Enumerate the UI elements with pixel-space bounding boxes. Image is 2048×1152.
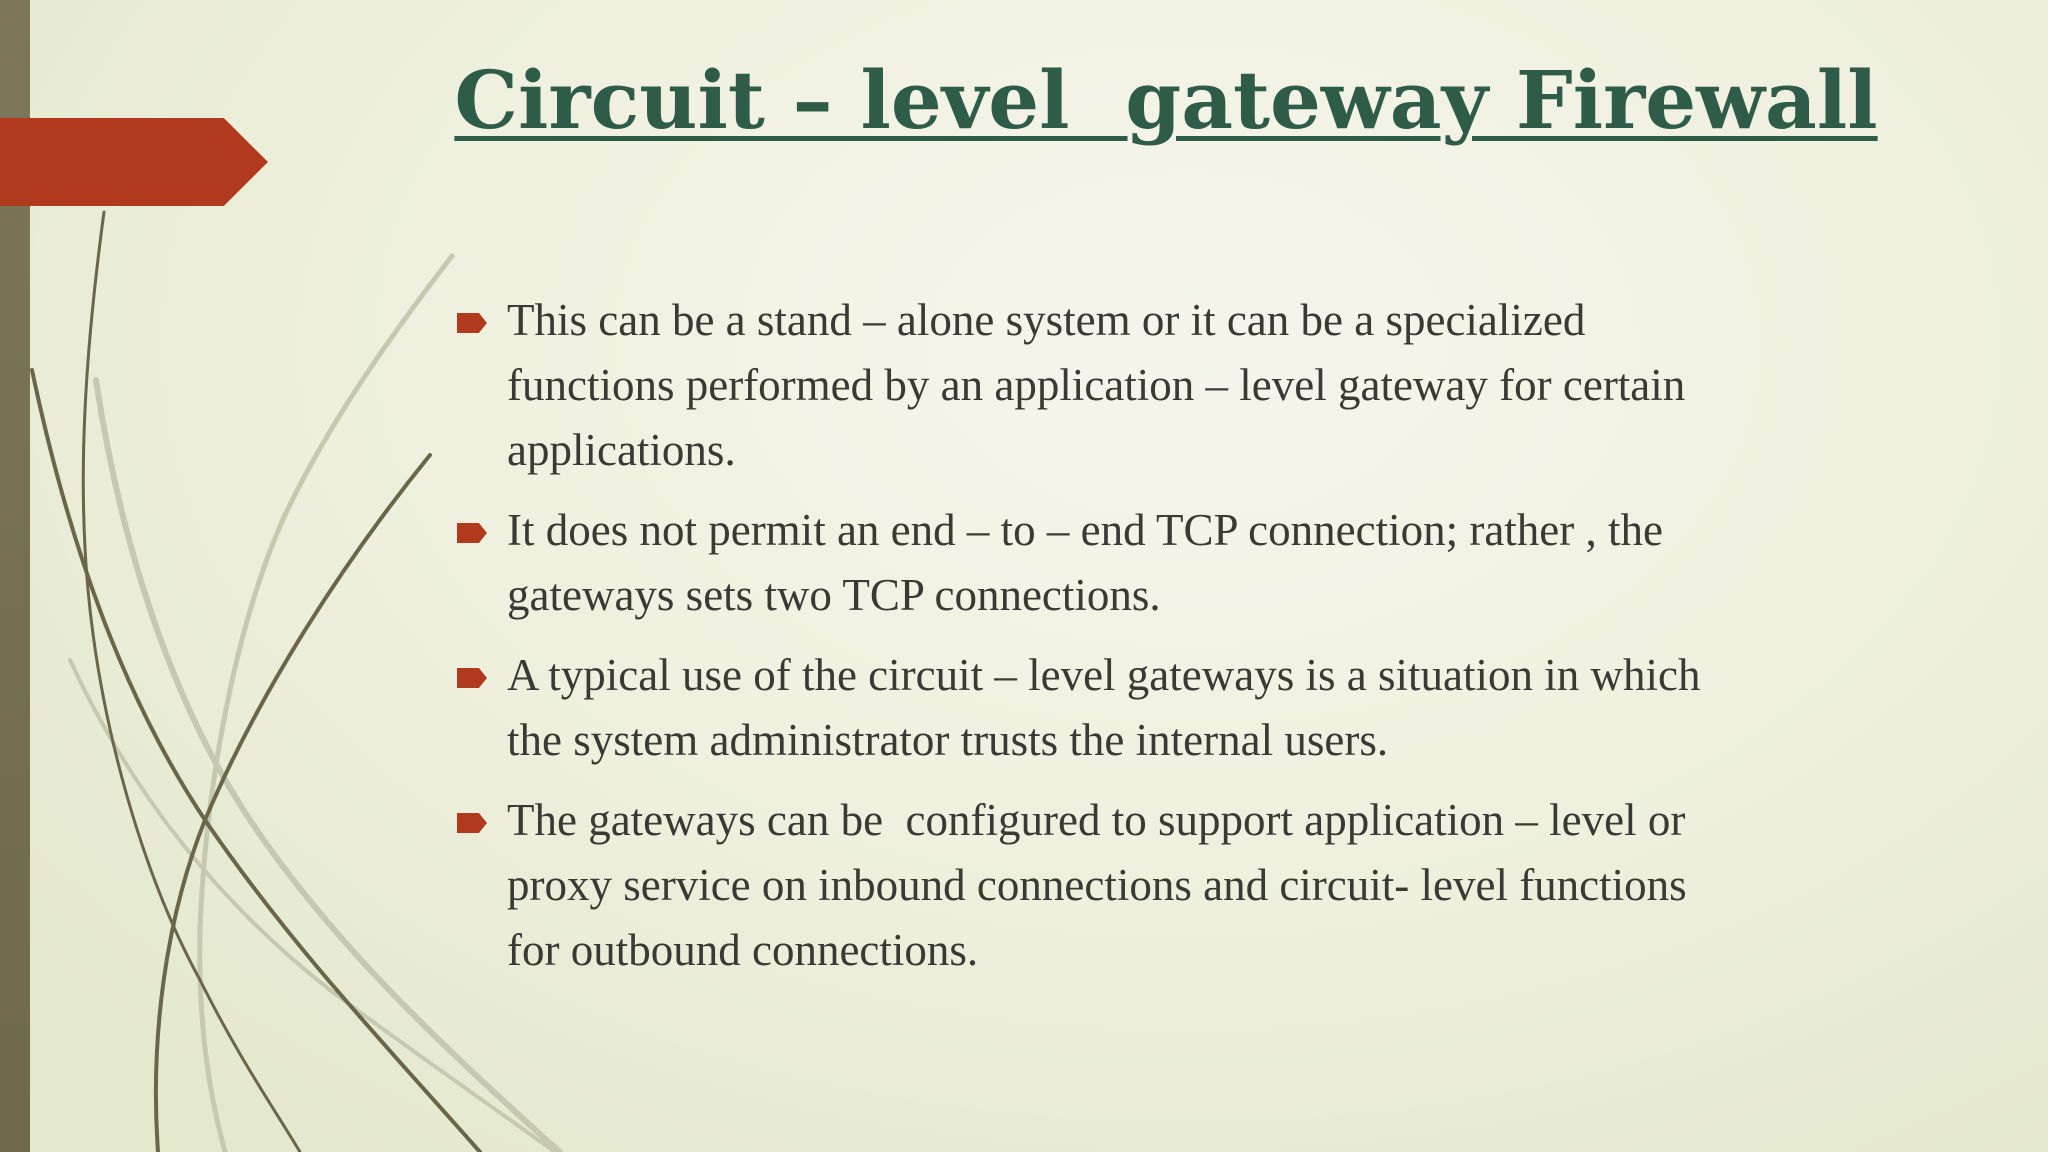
bullet-text: The gateways can be configured to suppor… <box>507 795 1687 975</box>
bullet-text: It does not permit an end – to – end TCP… <box>507 505 1663 620</box>
slide-title: Circuit – level gateway Firewall <box>454 53 1878 147</box>
red-arrow-banner-icon <box>0 118 268 206</box>
swoosh-light-blade-1 <box>197 253 455 1152</box>
bullet-item: The gateways can be configured to suppor… <box>457 788 2017 983</box>
bullet-arrow-icon <box>457 813 487 833</box>
swoosh-light-blade-3 <box>68 658 557 1152</box>
bullet-text: This can be a stand – alone system or it… <box>507 295 1686 475</box>
swoosh-light-blade-2 <box>93 377 563 1152</box>
bullet-item: It does not permit an end – to – end TCP… <box>457 498 2017 628</box>
bullet-list: This can be a stand – alone system or it… <box>457 288 2017 983</box>
swoosh-dark-blade-2 <box>30 368 482 1152</box>
bullet-arrow-icon <box>457 668 487 688</box>
bullet-text: A typical use of the circuit – level gat… <box>507 650 1701 765</box>
bullet-arrow-icon <box>457 523 487 543</box>
bullet-item: This can be a stand – alone system or it… <box>457 288 2017 483</box>
swoosh-dark-blade-1 <box>81 210 302 1152</box>
swoosh-dark-blade-3 <box>153 453 432 1152</box>
bullet-item: A typical use of the circuit – level gat… <box>457 643 2017 773</box>
bullet-arrow-icon <box>457 313 487 333</box>
